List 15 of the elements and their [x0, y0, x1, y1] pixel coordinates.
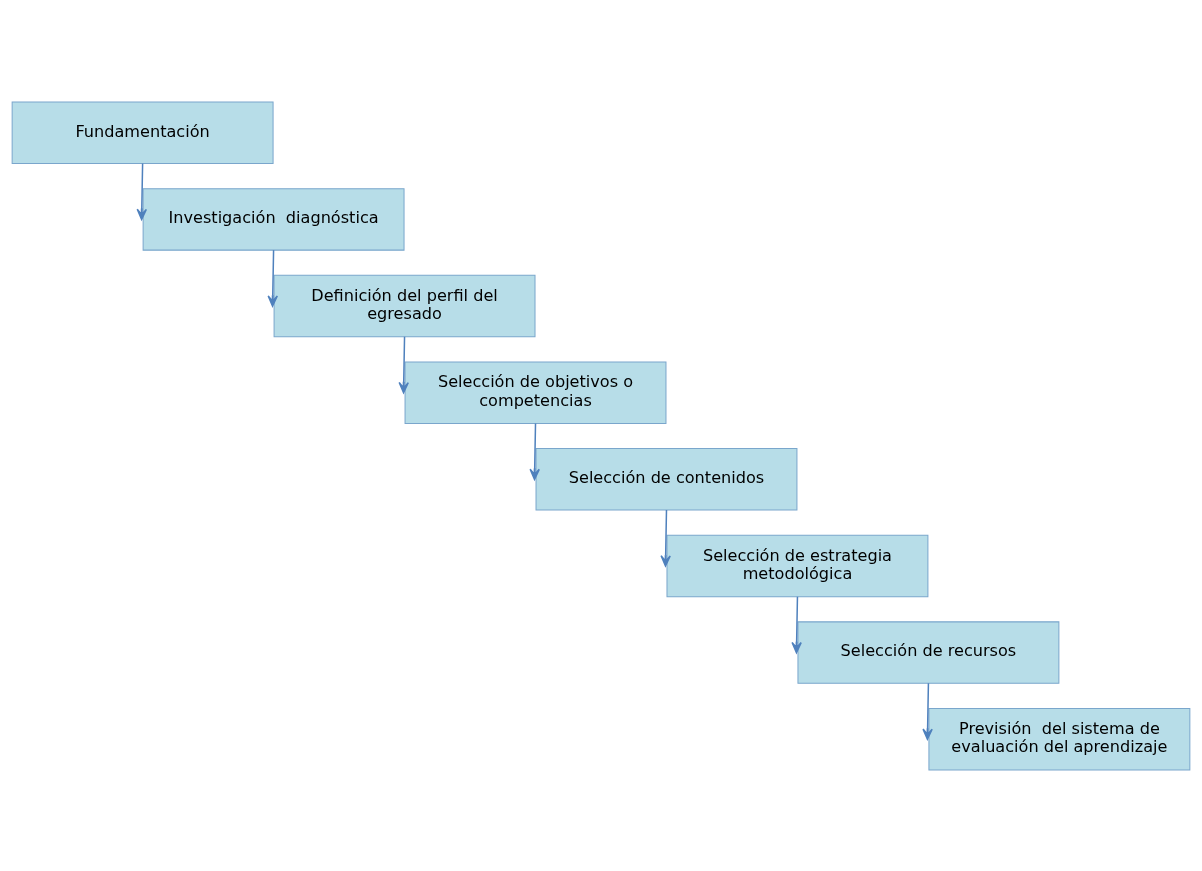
arrow [922, 682, 933, 740]
node-box: Selección de recursos [797, 620, 1060, 684]
arrow [529, 422, 540, 480]
node-box: Selección de objetivos o competencias [404, 360, 667, 424]
arrow [136, 162, 148, 220]
arrow [398, 335, 409, 393]
arrow [791, 595, 802, 653]
node-box: Selección de estrategia metodológica [666, 534, 929, 597]
arrow [660, 508, 671, 567]
arrow [267, 248, 279, 307]
node-box: Fundamentación [11, 101, 274, 164]
node-box: Selección de contenidos [535, 447, 798, 511]
node-box: Previsión del sistema de evaluación del aprendizaje [928, 707, 1191, 770]
node-box: Investigación diagnóstica [142, 187, 405, 251]
node-box: Definición del perfil del egresado [273, 274, 536, 337]
